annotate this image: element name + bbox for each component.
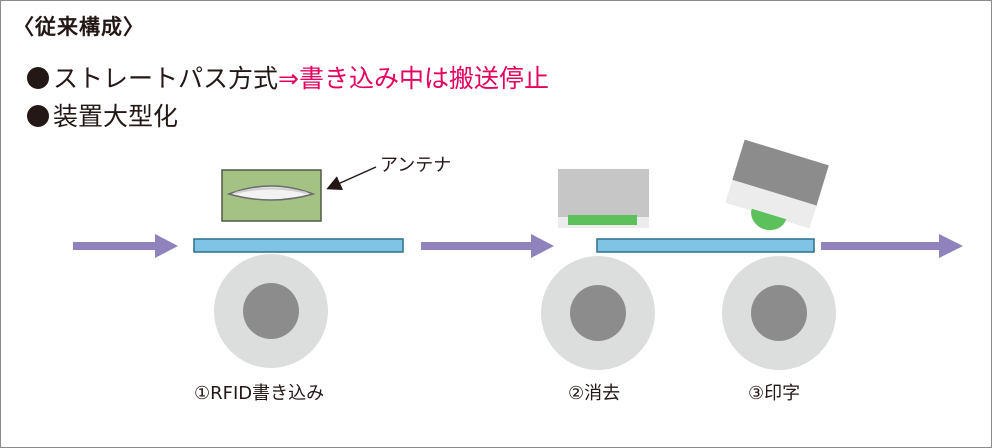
diagram-title: 〈従来構成〉 <box>13 15 145 39</box>
bullet-text: 装置大型化 <box>53 102 179 131</box>
bullet-text-plain: ストレートパス方式 <box>53 64 279 93</box>
roller-icon-station2 <box>541 256 655 370</box>
rfid-card-station2-3 <box>596 238 815 253</box>
flow-arrow-2 <box>421 234 554 258</box>
print-head-icon <box>725 139 829 231</box>
flow-arrow-3 <box>821 234 963 258</box>
bullet-large-size: 装置大型化 <box>27 97 178 133</box>
rfid-card-station1 <box>193 238 404 253</box>
station3-label: ③印字 <box>748 383 801 404</box>
bullet-dot-icon <box>27 67 49 89</box>
antenna-icon <box>221 169 322 222</box>
bullet-dot-icon <box>27 105 49 127</box>
erase-head-icon <box>558 169 649 228</box>
roller-icon-station1 <box>214 254 328 368</box>
station1-label: ①RFID書き込み <box>194 383 325 404</box>
station2-label: ②消去 <box>568 383 621 404</box>
flow-arrow-1 <box>73 234 178 258</box>
roller-icon-station3 <box>722 256 836 370</box>
bullet-text-accent: ⇒書き込み中は搬送停止 <box>278 64 549 93</box>
antenna-pointer-arrow <box>326 166 377 190</box>
bullet-straight-path: ストレートパス方式⇒書き込み中は搬送停止 <box>27 59 549 95</box>
antenna-label: アンテナ <box>380 155 452 176</box>
